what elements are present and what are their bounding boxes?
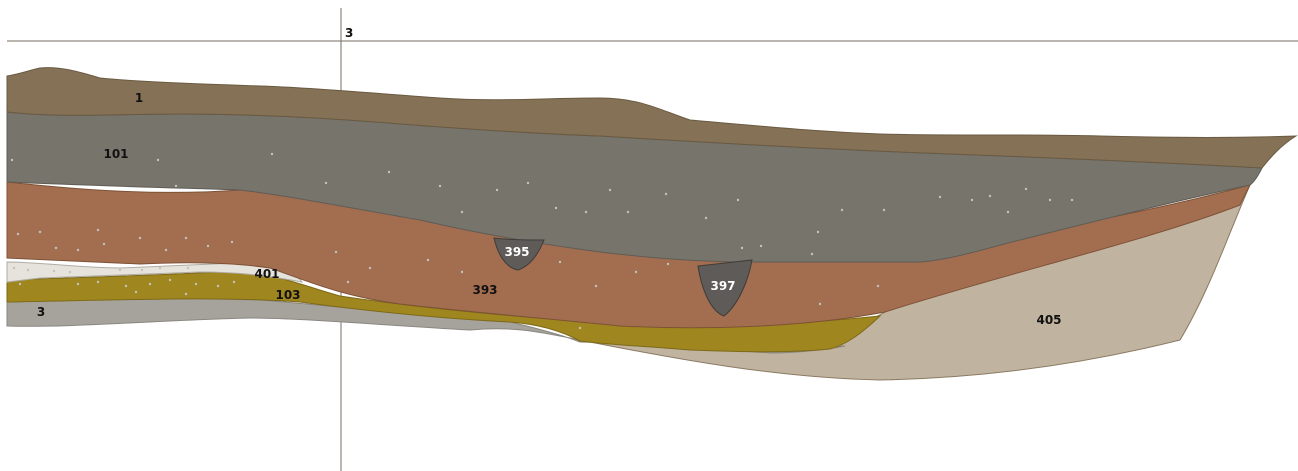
pit-397-shape: [697, 259, 753, 317]
layer-103-shape: [6, 271, 882, 353]
layer-label-405: 405: [1036, 313, 1061, 327]
layer-label-393: 393: [472, 283, 497, 297]
reference-line-label: 3: [345, 26, 353, 40]
layer-label-103: 103: [275, 288, 300, 302]
pit-395-shape: [493, 237, 545, 271]
layer-label-397: 397: [710, 279, 735, 293]
pebble-speckles: [10, 152, 1074, 330]
layer-label-1: 1: [135, 91, 143, 105]
layer-1-shape: [6, 67, 1298, 169]
layer-label-401: 401: [254, 267, 279, 281]
layer-label-3: 3: [37, 305, 45, 319]
layer-label-395: 395: [504, 245, 529, 259]
layer-label-101: 101: [103, 147, 128, 161]
